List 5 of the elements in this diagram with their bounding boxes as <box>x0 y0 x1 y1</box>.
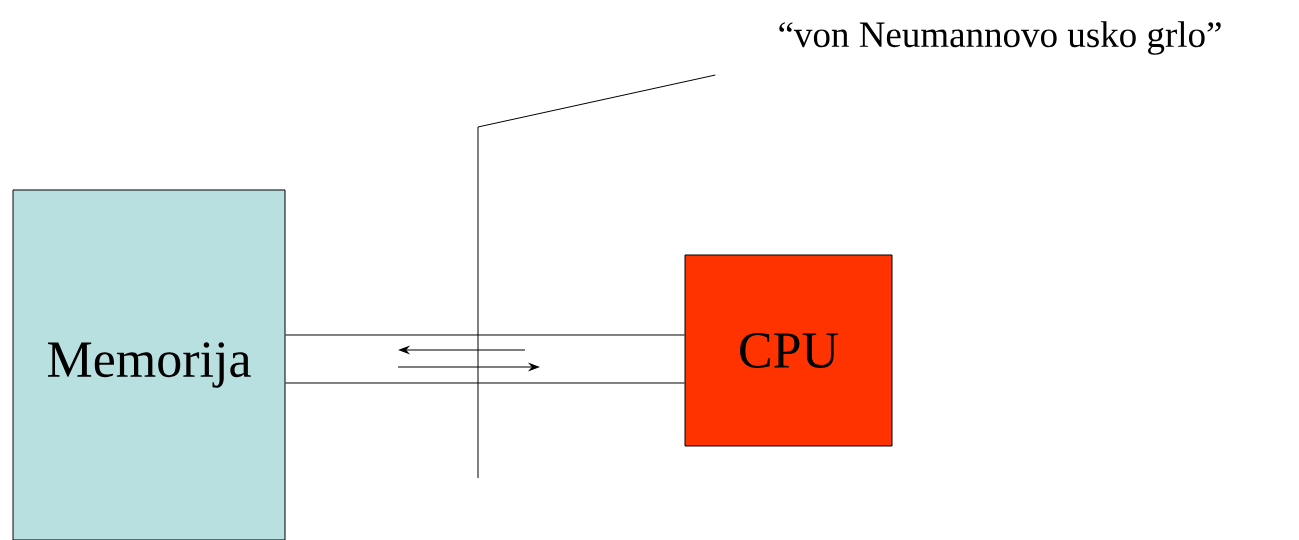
memory-box: Memorija <box>12 189 286 540</box>
bus-channel <box>285 334 685 384</box>
cpu-box: CPU <box>684 254 893 447</box>
callout-text: “von Neumannovo usko grlo” <box>779 21 1221 55</box>
leader-line <box>477 74 716 479</box>
